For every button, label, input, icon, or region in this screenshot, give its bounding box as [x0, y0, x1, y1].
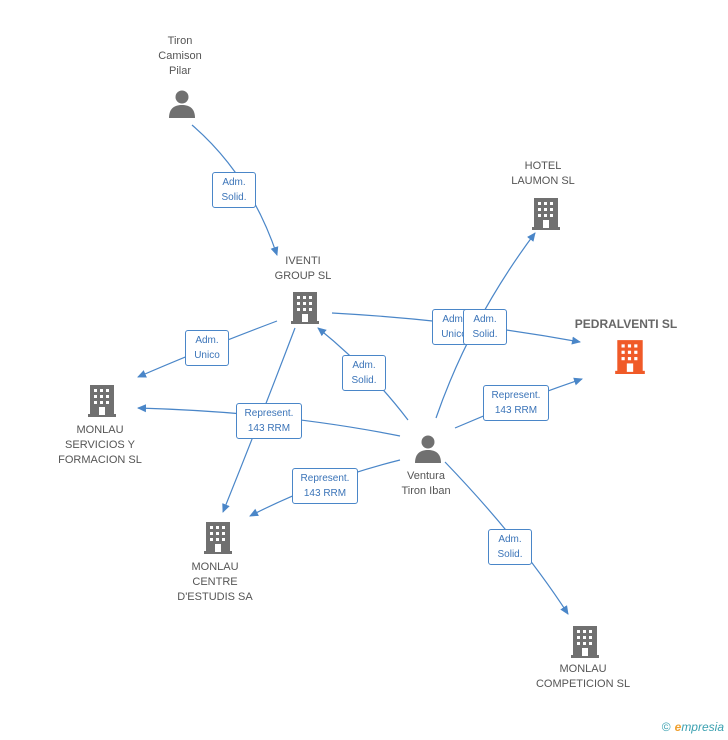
edge-label-line: Represent.: [491, 390, 541, 401]
label-line: Ventura: [407, 470, 445, 482]
label-line: GROUP SL: [274, 270, 332, 282]
node-label-tiron[interactable]: Tiron Camison Pilar: [130, 34, 230, 79]
edge-label-tiron-iventi: Adm. Solid.: [212, 172, 256, 208]
node-label-monlau-competicion[interactable]: MONLAU COMPETICION SL: [527, 662, 639, 692]
node-label-ventura[interactable]: Ventura Tiron Iban: [376, 469, 476, 499]
building-icon-monlau-servicios: [88, 383, 116, 422]
edge-label-line: Represent.: [244, 408, 294, 419]
label-line: Camison: [158, 50, 202, 62]
edge-label-iventi-monlau: Adm. Unico: [185, 330, 229, 366]
copyright-icon: ©: [661, 720, 671, 734]
label-line: SERVICIOS Y: [65, 439, 135, 451]
label-line: HOTEL: [524, 160, 562, 172]
edge-label-line: 143 RRM: [247, 423, 291, 434]
edge-label-ventura-hotel: Adm. Solid.: [463, 309, 507, 345]
edge-label-line: 143 RRM: [303, 488, 347, 499]
label-line: LAUMON SL: [511, 175, 575, 187]
building-icon-monlau-competicion: [571, 624, 599, 663]
person-icon-tiron: [167, 88, 197, 123]
edge-label-line: Adm.: [352, 360, 376, 371]
node-label-iventi[interactable]: IVENTI GROUP SL: [253, 254, 353, 284]
edge-label-line: Solid.: [221, 192, 247, 203]
label-line: MONLAU: [559, 663, 607, 675]
label-line: MONLAU: [191, 561, 239, 573]
label-line: FORMACION SL: [58, 454, 142, 466]
label-line: IVENTI: [285, 255, 321, 267]
edge-label-ventura-pedral: Represent. 143 RRM: [483, 385, 549, 421]
edge-label-line: Unico: [194, 350, 220, 361]
label-line: COMPETICION SL: [535, 678, 631, 690]
label-line: Tiron Iban: [401, 485, 451, 497]
building-icon-hotel: [532, 196, 560, 235]
edge-label-ventura-monlau-centre: Represent. 143 RRM: [292, 468, 358, 504]
edge-label-line: Solid.: [472, 329, 498, 340]
brand-initial: e: [674, 720, 682, 734]
node-label-hotel[interactable]: HOTEL LAUMON SL: [493, 159, 593, 189]
label-line: Pilar: [168, 65, 191, 77]
label-line: PEDRALVENTI SL: [574, 317, 678, 331]
label-line: Tiron: [167, 35, 193, 47]
edge-label-line: Adm.: [498, 534, 522, 545]
brand-footer[interactable]: ©empresia: [662, 720, 724, 734]
edge-label-line: Solid.: [497, 549, 523, 560]
building-icon-iventi: [291, 290, 319, 329]
node-label-monlau-centre[interactable]: MONLAU CENTRE D'ESTUDIS SA: [165, 560, 265, 605]
edge-label-ventura-competicion: Adm. Solid.: [488, 529, 532, 565]
brand-name: mpresia: [681, 720, 724, 734]
edge-label-line: 143 RRM: [494, 405, 538, 416]
edge-label-line: Adm.: [195, 335, 219, 346]
node-label-monlau-servicios[interactable]: MONLAU SERVICIOS Y FORMACION SL: [40, 423, 160, 468]
edge-label-line: Adm.: [442, 314, 466, 325]
node-label-pedralventi[interactable]: PEDRALVENTI SL: [566, 317, 686, 332]
label-line: CENTRE: [192, 576, 238, 588]
building-icon-pedralventi: [615, 338, 645, 379]
edge-label-line: Adm.: [473, 314, 497, 325]
building-icon-monlau-centre: [204, 520, 232, 559]
edge-label-ventura-monlau-servicios: Represent. 143 RRM: [236, 403, 302, 439]
person-icon-ventura: [413, 433, 443, 468]
label-line: MONLAU: [76, 424, 124, 436]
edge-label-line: Unico: [441, 329, 467, 340]
edge-label-line: Represent.: [300, 473, 350, 484]
label-line: D'ESTUDIS SA: [177, 591, 253, 603]
edge-label-line: Adm.: [222, 177, 246, 188]
edge-label-line: Solid.: [351, 375, 377, 386]
edge-label-ventura-iventi: Adm. Solid.: [342, 355, 386, 391]
